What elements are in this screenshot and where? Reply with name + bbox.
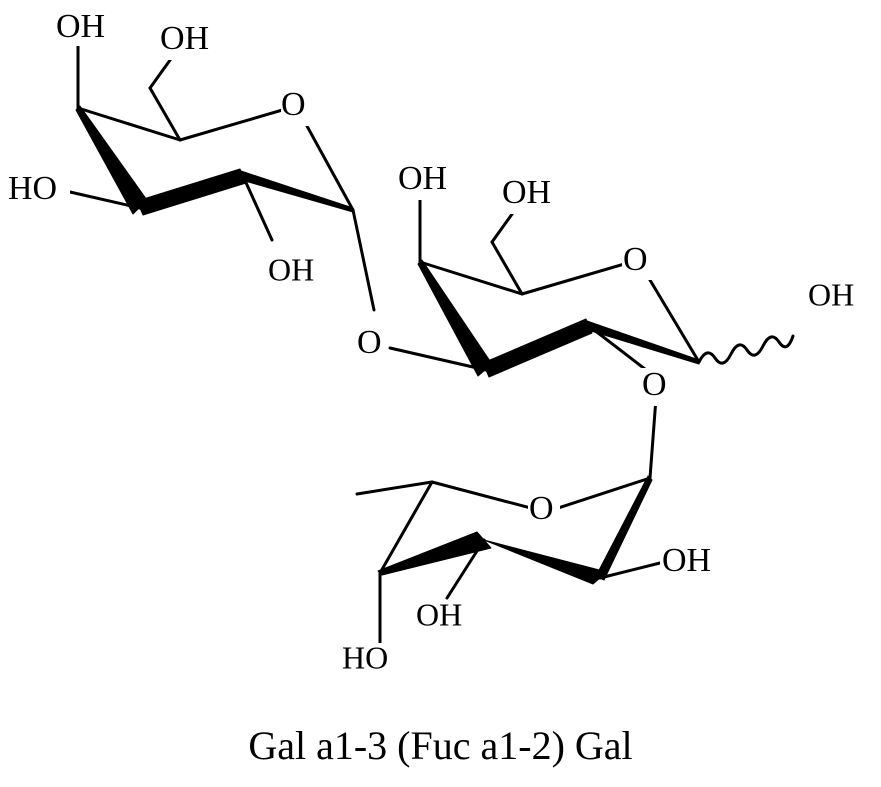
wedge-bond (377, 531, 492, 576)
gal1-ring-oxygen-label: O (281, 86, 306, 123)
fucose-ring-oxygen-label: O (529, 490, 554, 527)
wedge-bond (482, 318, 593, 378)
gal1-o3-label: HO (8, 170, 57, 207)
wedge-bond (417, 259, 493, 377)
gal1-o4-label: OH (56, 8, 105, 45)
wedge-bond (595, 475, 653, 581)
wavy-bond (697, 334, 795, 365)
gal2-o6-label: OH (502, 174, 551, 211)
gal2-o4-label: OH (398, 160, 447, 197)
gal2-ring-oxygen-label: O (623, 241, 648, 278)
gal1-o2-label: OH (268, 251, 314, 287)
atom-labels: OH OH O HO OH O OH OH O OH O O OH OH HO (6, 8, 872, 679)
glycosidic-oxygen-1-2-label: O (642, 366, 667, 403)
wedge-bond (75, 105, 148, 215)
fucose-ring (355, 396, 662, 647)
fucose-o4-label: HO (342, 639, 388, 675)
molecule-caption: Gal a1-3 (Fuc a1-2) Gal (248, 723, 633, 768)
wedge-bond (240, 170, 354, 213)
fucose-o3-label: OH (416, 596, 462, 632)
anomeric-hydroxyl-label: OH (808, 276, 854, 312)
wedge-bond (483, 539, 608, 585)
wedge-bond (586, 320, 700, 365)
galactose-ring-reducing (388, 194, 795, 378)
molecule-structure: OH OH O HO OH O OH OH O OH O O OH OH HO (6, 7, 872, 679)
gal1-o6-label: OH (160, 20, 209, 57)
fucose-o2-label: OH (662, 542, 711, 579)
glycosidic-oxygen-1-3-label: O (357, 324, 382, 361)
galactose-ring-terminal (68, 40, 376, 312)
wedge-bond (136, 168, 247, 216)
